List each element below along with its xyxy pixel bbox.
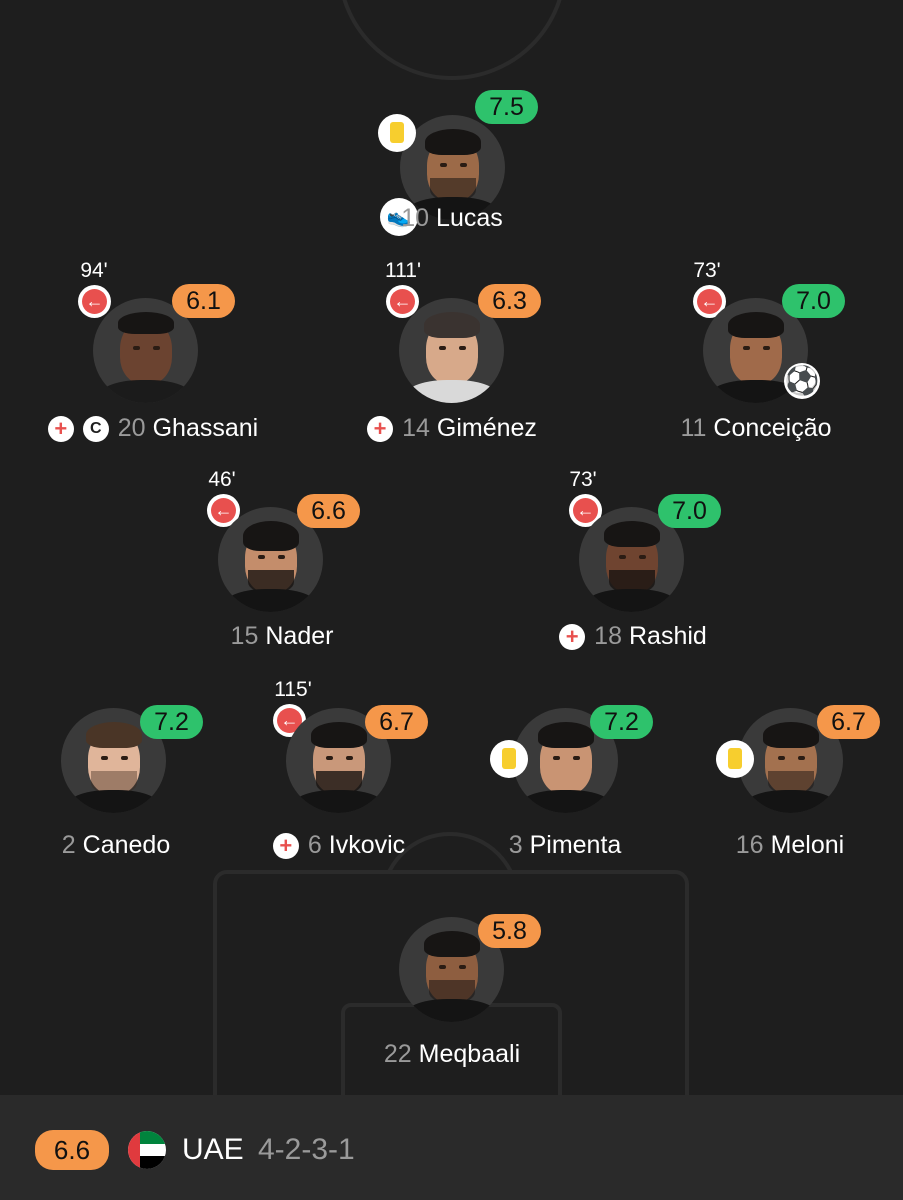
player-photo [738,708,843,813]
player-card-ghassani[interactable]: 94' ← 6.1 + C 20 Ghassani [23,257,283,457]
yellow-card-icon [490,740,528,778]
sub-minute: 73' [569,468,597,491]
shirt-number: 3 [508,831,523,859]
player-rating: 6.7 [365,705,428,739]
player-card-conceicao[interactable]: 73' ← 7.0 ⚽ 11 Conceição [626,257,886,457]
player-name: Nader [265,622,334,650]
penalty-box [213,870,689,1095]
player-name-row: 10 Lucas [282,204,622,233]
player-card-gimenez[interactable]: 111' ← 6.3 + 14 Giménez [322,257,582,457]
sub-off-icon: ← [78,285,111,318]
player-name-row: 15 Nader [112,622,452,651]
player-name-row: 22 Meqbaali [282,1040,622,1069]
sub-minute: 94' [80,259,108,282]
player-name: Rashid [628,622,707,650]
player-rating: 6.3 [478,284,541,318]
sub-minute: 46' [208,468,236,491]
goal-ball-icon: ⚽ [784,363,820,399]
shirt-number: 22 [383,1040,412,1068]
player-photo [579,507,684,612]
player-rating: 7.0 [658,494,721,528]
player-rating: 6.6 [297,494,360,528]
player-name-row: + 6 Ivkovic [169,831,509,860]
team-formation: 4-2-3-1 [258,1133,355,1166]
sub-off-icon: ← [693,285,726,318]
sub-off-icon: ← [273,704,306,737]
shirt-number: 10 [401,204,430,232]
injury-icon: + [367,415,394,442]
player-name: Canedo [82,831,171,859]
player-name: Giménez [436,414,537,442]
shirt-number: 16 [735,831,764,859]
captain-icon: C [82,415,109,442]
boot-icon: 👟 [380,198,418,236]
player-card-pimenta[interactable]: 7.2 3 Pimenta [435,676,695,876]
injury-icon: + [559,623,586,650]
player-rating: 7.5 [475,90,538,124]
player-photo [400,115,505,220]
player-name: Ivkovic [328,831,406,859]
team-summary-bar[interactable]: 6.6 UAE 4-2-3-1 [0,1095,903,1200]
player-name: Conceição [713,414,832,442]
shirt-number: 6 [307,831,322,859]
player-name-row: + C 20 Ghassani [0,414,323,443]
shirt-number: 11 [680,414,707,442]
pitch: 7.5 👟 10 Lucas 94' ← 6.1 + C 20 Ghassani… [0,0,903,1095]
player-card-rashid[interactable]: 73' ← 7.0 + 18 Rashid [503,466,763,666]
player-name-row: 11 Conceição [586,414,903,443]
player-card-canedo[interactable]: 7.2 2 Canedo [0,676,246,876]
player-name: Pimenta [529,831,622,859]
player-rating: 7.0 [782,284,845,318]
sub-off-icon: ← [386,285,419,318]
player-rating: 6.7 [817,705,880,739]
player-name-row: + 14 Giménez [282,414,622,443]
player-rating: 5.8 [478,914,541,948]
player-name: Lucas [436,204,503,232]
player-rating: 6.1 [172,284,235,318]
player-card-lucas[interactable]: 7.5 👟 10 Lucas [322,74,582,274]
sub-off-icon: ← [207,494,240,527]
sub-minute: 73' [693,259,721,282]
player-rating: 7.2 [590,705,653,739]
player-card-meloni[interactable]: 6.7 16 Meloni [660,676,903,876]
shirt-number: 15 [230,622,259,650]
player-card-nader[interactable]: 46' ← 6.6 15 Nader [142,466,402,666]
player-name-row: + 18 Rashid [463,622,803,651]
shirt-number: 18 [594,622,622,650]
team-rating: 6.6 [35,1130,109,1170]
injury-icon: + [47,415,74,442]
shirt-number: 20 [117,414,146,442]
player-name: Ghassani [152,414,259,442]
player-name-row: 3 Pimenta [395,831,735,860]
center-circle [337,0,567,80]
player-card-meqbaali[interactable]: 5.8 22 Meqbaali [322,885,582,1085]
team-name: UAE [182,1133,244,1166]
injury-icon: + [272,832,299,859]
shirt-number: 14 [402,414,430,442]
player-name: Meqbaali [418,1040,521,1068]
yellow-card-icon [378,114,416,152]
player-name-row: 2 Canedo [0,831,286,860]
sub-minute: 115' [274,678,312,701]
shirt-number: 2 [61,831,76,859]
uae-flag-icon [128,1131,166,1169]
sub-minute: 111' [385,259,421,282]
player-rating: 7.2 [140,705,203,739]
player-name: Meloni [770,831,845,859]
yellow-card-icon [716,740,754,778]
player-card-ivkovic[interactable]: 115' ← 6.7 + 6 Ivkovic [209,676,469,876]
player-name-row: 16 Meloni [620,831,903,860]
player-photo [513,708,618,813]
